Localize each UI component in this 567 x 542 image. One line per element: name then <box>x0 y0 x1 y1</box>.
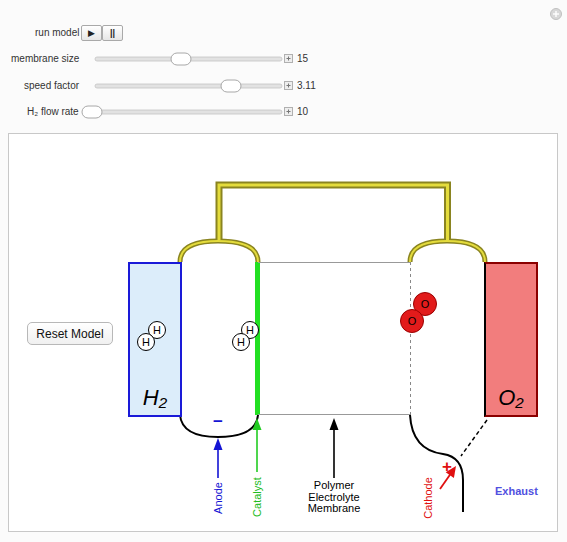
hydrogen-atom: H <box>232 333 250 351</box>
control-label: membrane size <box>11 53 79 65</box>
pointer-arrow <box>253 418 262 430</box>
corner-plus-icon <box>551 9 562 20</box>
node-text: H₂ <box>130 387 180 409</box>
part-label: Anode <box>212 482 225 514</box>
control-label: H₂ flow rate <box>27 106 79 118</box>
node-text: H <box>142 337 150 348</box>
hydrogen-tank: H₂ HH <box>128 262 182 417</box>
node-text: Reset Model <box>36 328 103 340</box>
expand-icon <box>287 110 291 114</box>
pointer-arrow <box>333 428 335 478</box>
expand-icon <box>285 108 293 116</box>
node-text: O <box>408 316 417 327</box>
pointer-arrow <box>440 474 451 489</box>
play-button: ▶ <box>81 25 102 41</box>
slider <box>221 80 241 92</box>
pointer-arrow <box>214 418 457 489</box>
node-text: + <box>442 458 452 475</box>
catalyst-layer <box>255 262 260 415</box>
control-value: 15 <box>297 53 308 65</box>
corner-plus-icon <box>551 9 562 20</box>
node-text: − <box>213 413 223 430</box>
part-label: Catalyst <box>251 477 264 517</box>
slider <box>95 110 282 114</box>
catalyst-layer <box>255 262 260 415</box>
corner-plus-icon <box>555 11 556 17</box>
pointer-arrow <box>330 418 339 430</box>
panel <box>9 134 558 532</box>
slider <box>82 106 102 118</box>
expand-icon <box>287 84 291 88</box>
membrane <box>410 262 411 415</box>
node-text: O <box>421 299 430 310</box>
anode-chamber <box>180 241 258 262</box>
anode-chamber: − HH <box>180 238 258 438</box>
slider <box>171 53 191 65</box>
anode-chamber <box>180 241 258 437</box>
external-wire <box>219 185 448 240</box>
cathode-chamber <box>410 241 485 262</box>
external-wire <box>219 185 448 240</box>
membrane <box>258 262 410 263</box>
part-label: Cathode <box>422 477 435 519</box>
node-text: ▶ <box>88 29 95 38</box>
expand-icon <box>285 82 293 90</box>
reset-button: Reset Model <box>27 322 113 345</box>
expand-icon <box>287 57 291 61</box>
slider <box>95 84 282 88</box>
control-label: speed factor <box>24 80 79 92</box>
oxygen-atom: O <box>400 309 424 333</box>
cathode-chamber <box>410 415 463 512</box>
anode-chamber <box>180 241 258 262</box>
expand-icon <box>285 55 293 63</box>
membrane <box>258 414 410 415</box>
control-label: run model <box>35 27 79 39</box>
oxygen-tank: O₂ <box>484 262 538 417</box>
hydrogen-atom: H <box>137 333 155 351</box>
node-text: || <box>110 29 115 38</box>
cathode-chamber <box>461 420 487 456</box>
control-value: 3.11 <box>297 80 316 92</box>
pointer-arrow <box>256 428 258 472</box>
node-text: H <box>246 325 254 336</box>
cathode-chamber: + OO <box>410 238 485 473</box>
control-value: 10 <box>297 106 308 118</box>
node-text: H <box>153 325 161 336</box>
pointer-arrow <box>217 448 219 478</box>
cathode-chamber <box>410 241 485 262</box>
node-text: O₂ <box>486 387 536 409</box>
pause-button: || <box>102 25 123 41</box>
pointer-arrow <box>214 438 223 450</box>
cathode-chamber <box>410 241 487 512</box>
slider <box>82 53 282 118</box>
membrane <box>258 262 411 415</box>
part-label: Exhaust <box>495 485 538 498</box>
node-text: H <box>237 337 245 348</box>
external-wire <box>219 185 448 240</box>
expand-icon <box>285 55 293 116</box>
panel <box>9 134 558 532</box>
part-label: Polymer Electrolyte Membrane <box>302 480 366 515</box>
